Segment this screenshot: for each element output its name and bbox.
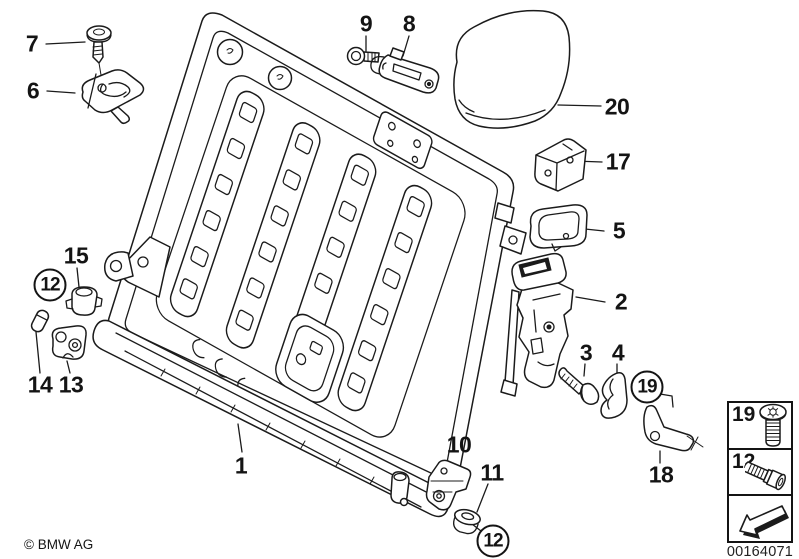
callout-12-circled-bottom[interactable]: 12 <box>476 524 510 558</box>
bolt-part-3-drawing <box>558 367 600 405</box>
armrest-pad-part-20-drawing <box>453 9 571 129</box>
legend-item-12[interactable]: 12 <box>729 450 791 497</box>
callout-13[interactable]: 13 <box>58 371 84 398</box>
pin-part-14-drawing <box>30 309 50 333</box>
copyright-notice: © BMW AG <box>24 537 94 552</box>
callout-2[interactable]: 2 <box>614 288 628 315</box>
callout-19-circled[interactable]: 19 <box>630 370 664 404</box>
callout-9[interactable]: 9 <box>359 10 373 37</box>
cover-part-5-drawing <box>529 204 588 252</box>
legend-item-19[interactable]: 19 <box>729 403 791 450</box>
legend-direction-cell <box>729 496 791 541</box>
callout-17[interactable]: 17 <box>605 148 631 175</box>
lever-part-18-drawing <box>643 404 704 452</box>
bracket-part-13-drawing <box>51 325 87 360</box>
frame-right-hinge <box>494 202 527 255</box>
callout-12-circled-left[interactable]: 12 <box>33 268 67 302</box>
screw-part-7-drawing <box>86 25 112 88</box>
legend-label-19: 19 <box>732 403 756 426</box>
clip-part-6-drawing <box>81 69 145 125</box>
callout-20[interactable]: 20 <box>604 93 630 120</box>
callout-15[interactable]: 15 <box>63 242 89 269</box>
screw-part-9-drawing <box>346 46 380 66</box>
frame-left-flange <box>103 236 171 298</box>
callout-11[interactable]: 11 <box>480 459 504 486</box>
grommet-part-11-drawing <box>453 508 481 535</box>
callout-14[interactable]: 14 <box>27 371 53 398</box>
callout-18[interactable]: 18 <box>648 461 674 488</box>
nut-part-15-drawing <box>65 286 103 316</box>
spring-links <box>179 101 425 394</box>
shim-part-4-drawing <box>600 372 628 419</box>
bracket-part-10-drawing <box>425 459 472 511</box>
callout-8[interactable]: 8 <box>402 10 416 37</box>
frame-bottom-rail <box>92 319 450 518</box>
bracket-part-17-drawing <box>534 138 587 192</box>
socket-head-bolt-icon <box>745 460 786 490</box>
frame-top-mount-plate <box>372 111 433 170</box>
lock-part-2-drawing <box>500 252 574 397</box>
frame-latch-housing <box>275 313 345 404</box>
image-number: 00164071 <box>726 544 793 559</box>
callout-5[interactable]: 5 <box>612 217 626 244</box>
callout-7[interactable]: 7 <box>25 30 39 57</box>
callout-4[interactable]: 4 <box>611 339 625 366</box>
front-direction-arrow-icon <box>739 505 789 540</box>
seat-backrest-frame-part-1 <box>92 12 527 518</box>
callout-1[interactable]: 1 <box>234 452 248 479</box>
frame-bolt-holes <box>216 38 293 91</box>
oval-head-torx-screw-icon <box>759 403 787 447</box>
fastener-legend: 19 12 <box>727 401 793 543</box>
callout-10[interactable]: 10 <box>446 431 472 458</box>
callout-3[interactable]: 3 <box>579 339 593 366</box>
callout-6[interactable]: 6 <box>26 77 40 104</box>
striker-part-8-drawing <box>370 47 440 94</box>
